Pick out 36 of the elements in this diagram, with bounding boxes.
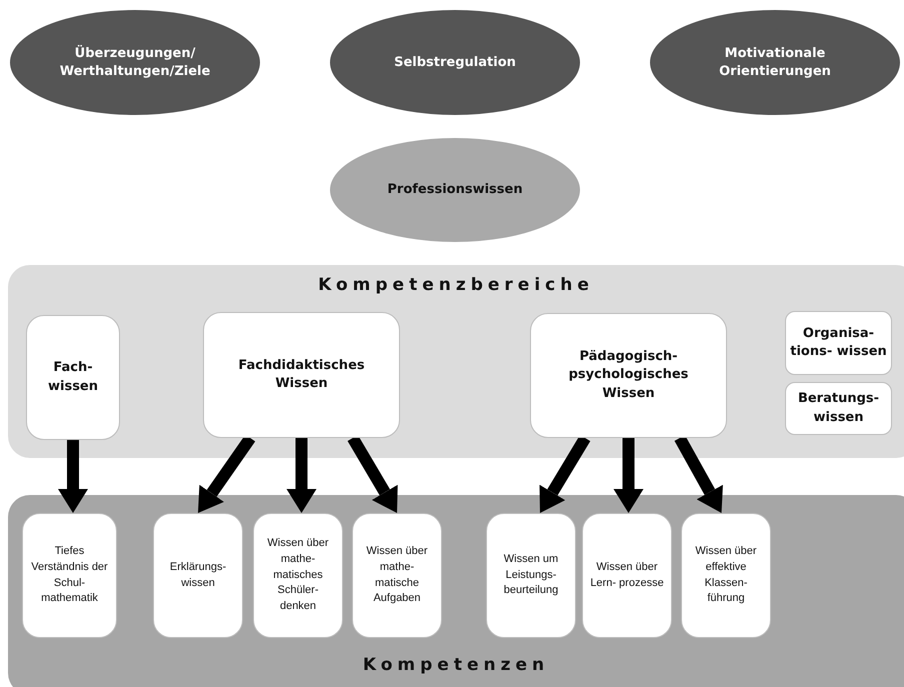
box-label: Wissen über Lern- prozesse [589,560,665,590]
rounded-box [352,513,442,638]
box-label: Wissen über mathe- matische Aufgaben [365,544,429,606]
box-label: Tiefes Verständnis der Schul- mathematik [30,544,109,606]
box-label: Fach- wissen [46,359,99,396]
box-label: Fachdidaktisches Wissen [237,356,366,393]
panel-heading: Kompetenzen [362,655,550,675]
box-label: Wissen um Leistungs- beurteilung [502,552,560,598]
ellipse: Überzeugungen/ Werthaltungen/Ziele [10,10,260,115]
rounded-box [785,311,892,375]
rounded-box [253,513,343,638]
box-label: Organisa- tions- wissen [789,324,888,361]
rounded-box [681,513,771,638]
rounded-box [203,312,400,438]
panel-heading: Kompetenzbereiche [317,275,595,295]
panel-background [8,265,904,458]
box-label: Erklärungs- wissen [168,560,228,590]
arrow [58,440,88,513]
arrow [286,438,316,513]
rounded-box [582,513,672,638]
arrow [614,438,644,513]
ellipse: Motivationale Orientierungen [650,10,900,115]
arrow [674,435,723,513]
box-label: Pädagogisch- psychologisches Wissen [568,348,690,403]
rounded-box [153,513,243,638]
rounded-box [22,513,117,638]
rounded-box [26,315,120,440]
box-label: Beratungs- wissen [796,390,880,426]
ellipse: Selbstregulation [330,10,580,115]
rounded-box [530,313,727,438]
rounded-box [486,513,576,638]
box-label: Wissen über mathe- matisches Schüler- denken [266,536,330,614]
box-label: Wissen über effektive Klassen- führung [694,544,758,606]
ellipse: Professionswissen [330,138,580,242]
rounded-box [785,382,892,435]
panel-background [8,495,904,687]
